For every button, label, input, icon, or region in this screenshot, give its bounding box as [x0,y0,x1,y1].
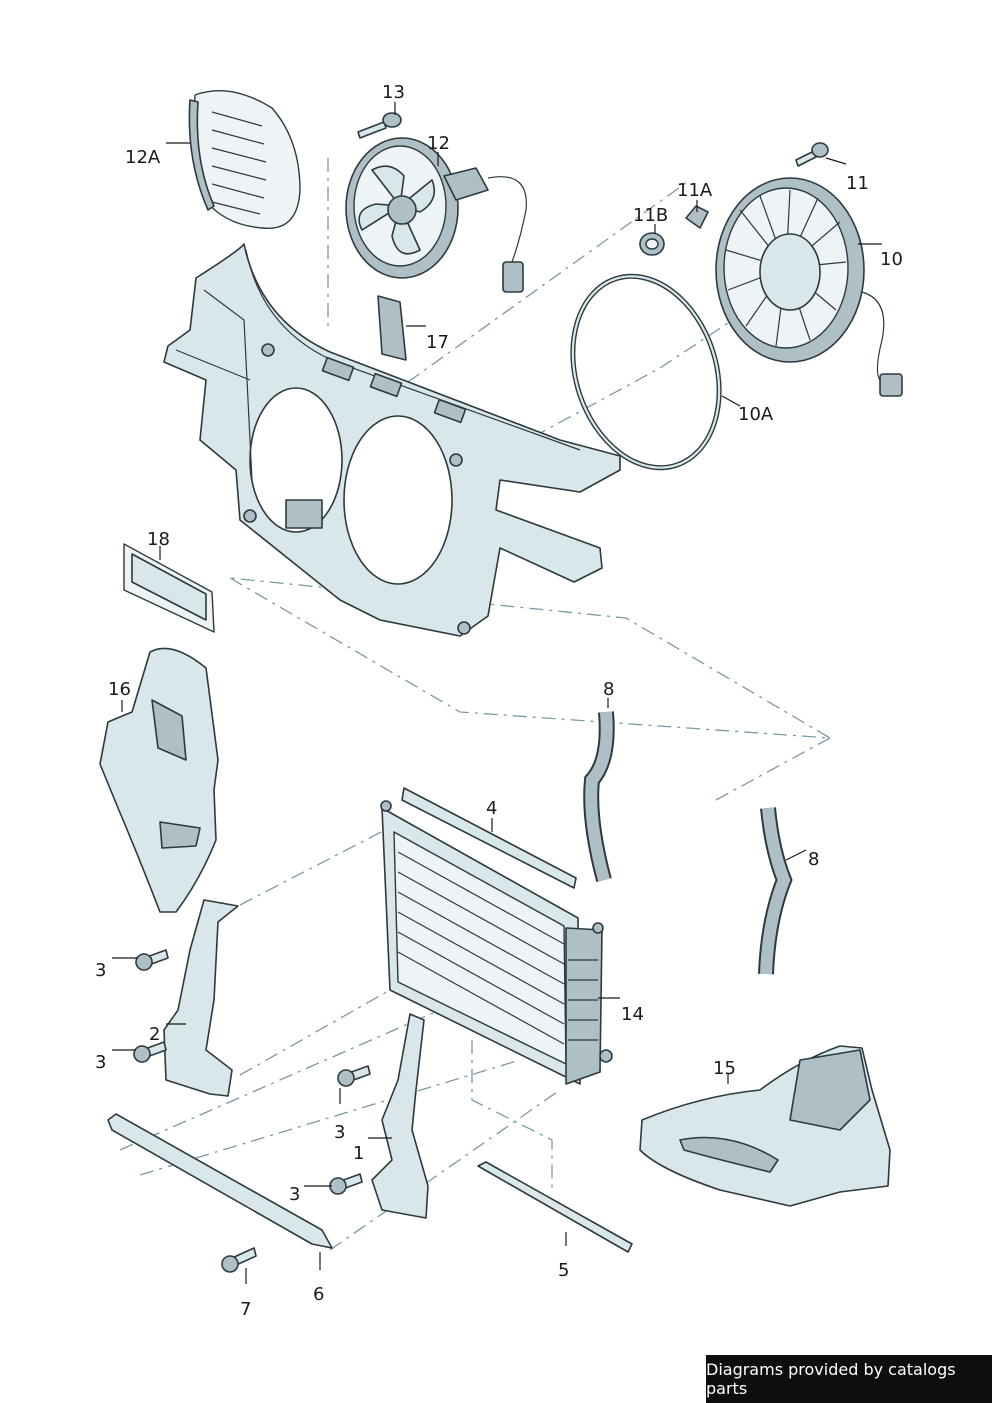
label-2: 2 [149,1024,161,1045]
main-fan-10 [715,177,903,397]
bracket-2 [163,899,239,1097]
fan-motor-12 [345,137,527,293]
label-3-middle: 3 [95,1052,107,1073]
seal-frame-18 [123,543,215,633]
label-3-top: 3 [95,960,107,981]
bolt-3-bottom [329,1173,363,1195]
label-3-bottom: 3 [289,1184,301,1205]
label-4: 4 [486,798,498,819]
hose-8-upper [583,711,615,883]
bolt-7 [221,1247,257,1273]
control-module-17 [377,295,407,361]
label-15: 15 [713,1058,736,1079]
label-8-lower: 8 [808,849,820,870]
seal-strip-4 [401,787,577,889]
bracket-1 [371,1013,429,1219]
front-carrier-frame [163,243,621,637]
label-7: 7 [240,1299,252,1320]
credit-banner: Diagrams provided by catalogs parts [706,1355,992,1403]
label-5: 5 [558,1260,570,1281]
label-1: 1 [353,1143,365,1164]
label-16: 16 [108,679,131,700]
air-deflector-6 [107,1113,333,1249]
label-8-upper: 8 [603,679,615,700]
label-12: 12 [427,133,450,154]
sealing-ring-10a [570,273,722,471]
label-3-lower: 3 [334,1122,346,1143]
grommet-11a [685,205,709,229]
bolt-3-top [135,949,169,971]
bolt-3-middle [133,1041,167,1063]
label-10: 10 [880,249,903,270]
label-11: 11 [846,173,869,194]
hose-8-lower [758,807,793,975]
seal-strip-5 [477,1161,633,1253]
louvre-shutter-12a [188,90,301,230]
air-duct-16 [99,647,219,913]
bolt-3-lower [337,1065,371,1087]
label-10a: 10A [738,404,774,425]
bolt-13 [357,112,402,139]
label-17: 17 [426,332,449,353]
label-13: 13 [382,82,405,103]
label-11b: 11B [633,205,669,226]
label-14: 14 [621,1004,644,1025]
label-18: 18 [147,529,170,550]
air-duct-15 [639,1045,891,1207]
label-6: 6 [313,1284,325,1305]
bolt-11 [795,142,829,167]
grommet-11b [639,232,665,256]
leader-lines [112,102,882,1284]
label-12a: 12A [125,147,161,168]
label-11a: 11A [677,180,713,201]
radiator-14 [380,800,613,1085]
